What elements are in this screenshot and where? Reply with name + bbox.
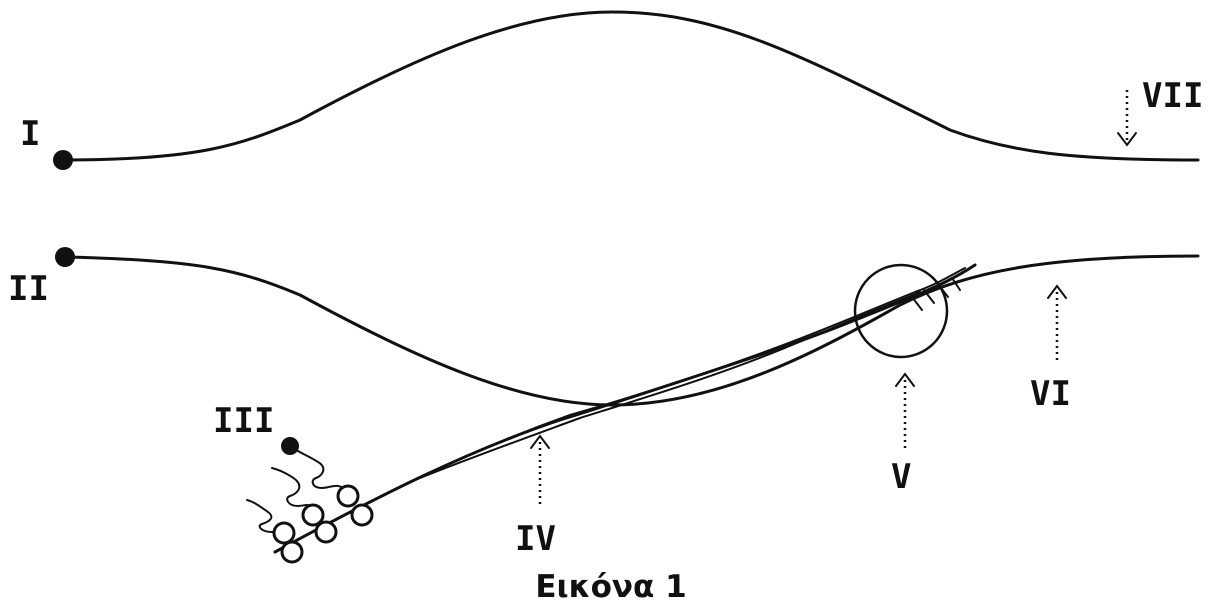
arrow-iv-head [530,434,550,449]
ring-4 [314,520,338,544]
figure-caption: Εικόνα 1 [535,569,686,605]
rung-4 [951,277,961,291]
strand-iv-third [419,291,921,479]
rung-2 [923,289,935,304]
ring-5 [272,521,296,545]
wavy-line-1 [295,449,346,491]
label-iv: IV [515,519,556,559]
wavy-line-2 [271,467,315,511]
arrow-v-head [895,372,915,387]
circle-v [853,263,949,359]
ring-6 [280,540,304,564]
label-v: V [891,457,911,497]
label-iii: III [213,401,274,441]
label-ii: II [8,269,49,309]
ring-2 [350,503,374,527]
cluster-iii-dot [281,437,299,455]
curve-ii [63,254,1200,407]
curve-i [61,10,1200,162]
arrow-vi-head [1047,284,1067,299]
ring-3 [301,503,325,527]
rung-1 [911,296,923,311]
label-i: I [20,114,40,154]
label-vi: VI [1030,374,1071,414]
arrow-vii-head [1117,132,1137,147]
ring-1 [336,484,360,508]
strand-iv-main [273,263,977,554]
label-vii: VII [1142,76,1203,116]
strand-iv-second [349,267,966,513]
